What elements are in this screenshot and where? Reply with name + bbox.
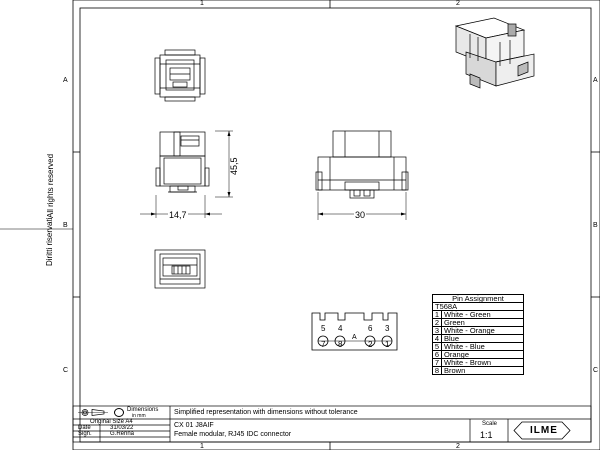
dimensions-unit: in mm [132, 413, 146, 419]
bottom-view [154, 249, 206, 289]
ilme-logo [513, 421, 571, 440]
grid-col-1-bottom: 1 [200, 443, 204, 450]
grid-row-c-left: C [63, 367, 69, 374]
grid-col-2-bottom: 2 [456, 443, 460, 450]
grid-row-c-right: C [593, 367, 599, 374]
grid-row-a-right: A [593, 77, 598, 84]
date-label: Date [78, 425, 91, 431]
pin-label-a: A [352, 334, 357, 341]
grid-col-1-top: 1 [200, 0, 204, 7]
pin-label-3: 3 [385, 324, 390, 333]
side-view [140, 130, 233, 218]
scale-label: Scale [482, 421, 498, 427]
ilme-logo-text: ILME [530, 425, 558, 436]
pin-label-8: 8 [338, 340, 343, 349]
pin-label-5: 5 [321, 324, 326, 333]
part-code: CX 01 J8AIF [174, 422, 214, 429]
grid-row-b-right: B [593, 222, 598, 229]
grid-row-a-left: A [63, 77, 68, 84]
date-value: 31/03/22 [110, 425, 134, 431]
dimensions-icon [114, 408, 124, 417]
dimension-width-side: 14,7 [168, 210, 188, 220]
dimension-width-front: 30 [354, 210, 367, 220]
grid-col-2-top: 2 [456, 0, 460, 7]
sign-label: Sign. [78, 431, 92, 437]
grid-row-b-left: B [63, 222, 68, 229]
sign-value: G.Renna [110, 431, 135, 437]
pin-label-7: 7 [321, 340, 326, 349]
pin-label-2: 2 [368, 340, 373, 349]
part-description: Female modular, RJ45 IDC connector [174, 431, 292, 438]
tolerance-note: Simplified representation with dimension… [174, 409, 358, 416]
isometric-view [454, 17, 535, 89]
dimensions-label: Dimensions [127, 407, 159, 413]
pin-label-1: 1 [385, 340, 390, 349]
top-view [154, 49, 206, 102]
pin-label-4: 4 [338, 324, 343, 333]
pin-label-6: 6 [368, 324, 373, 333]
original-size: Original Size A4 [90, 419, 133, 425]
scale-value: 1:1 [480, 430, 493, 440]
pin-color: Brown [441, 366, 524, 375]
front-view [315, 130, 409, 220]
pin-diagram [311, 312, 398, 351]
